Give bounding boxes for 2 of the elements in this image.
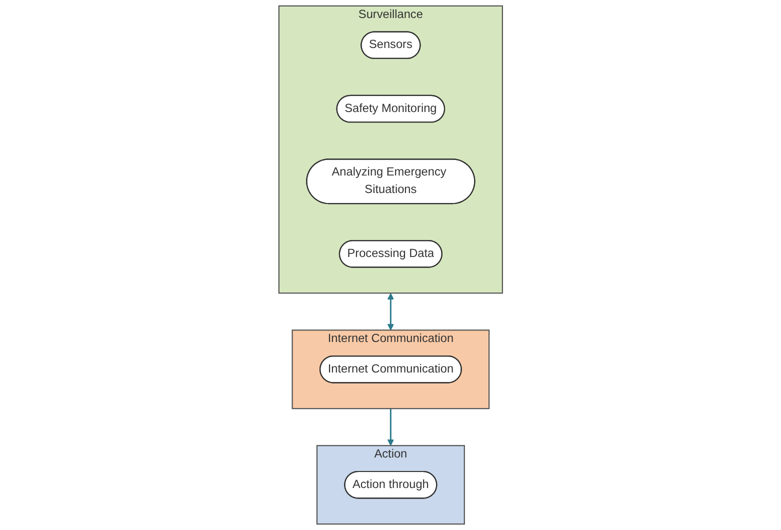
arrow [387, 293, 394, 330]
arrow [387, 408, 394, 446]
